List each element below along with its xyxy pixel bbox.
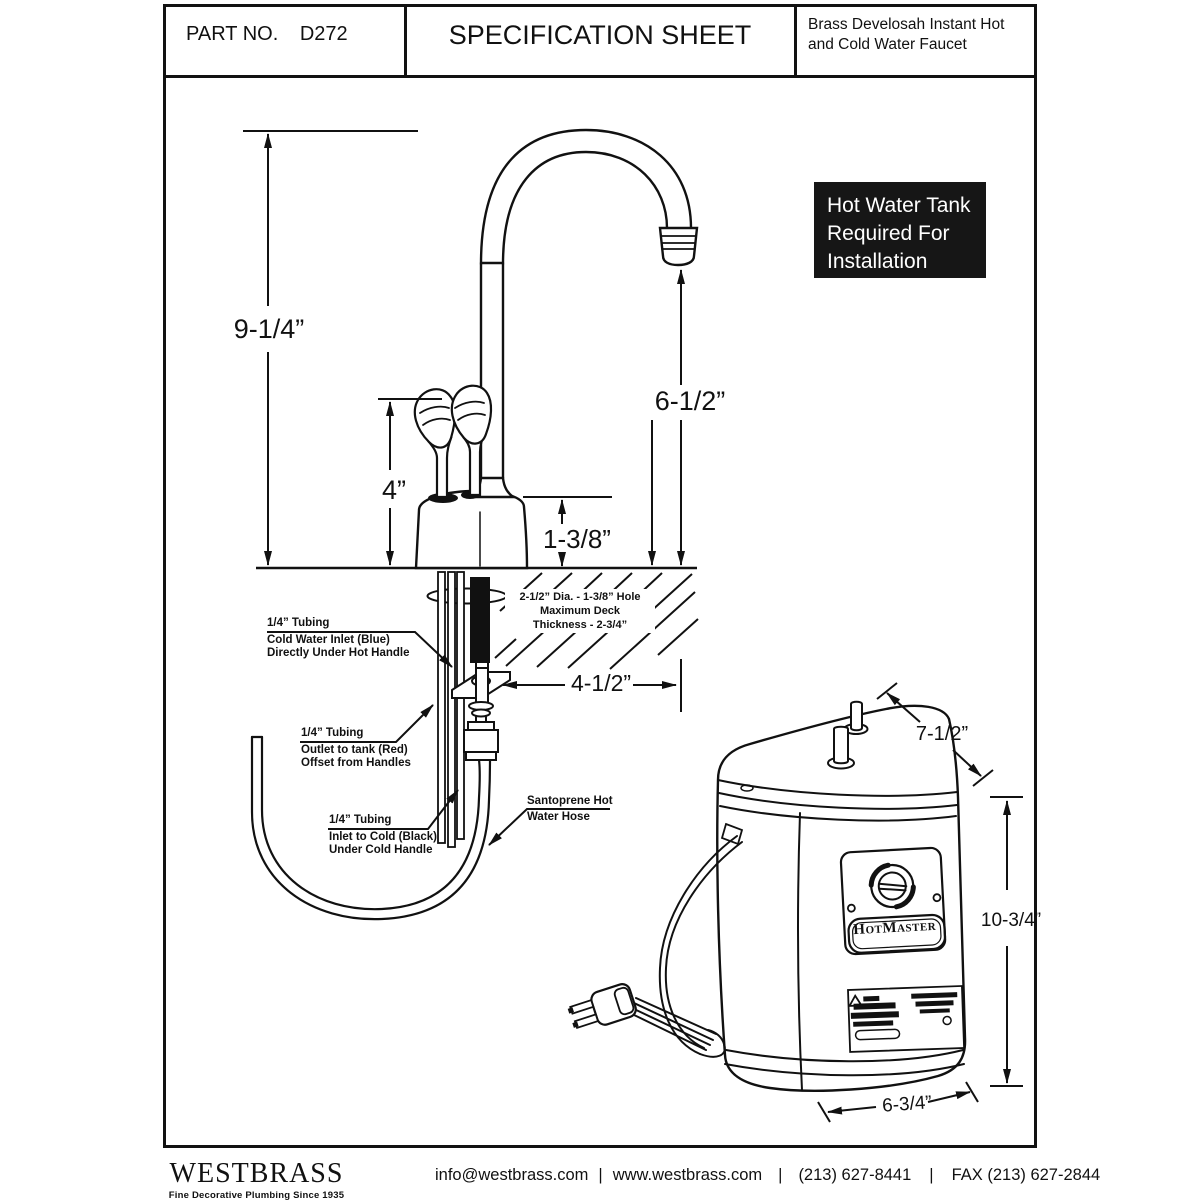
leader-inlet-cold [328, 789, 459, 830]
power-cord [629, 835, 743, 1058]
callout-inlet-cold-line1: 1/4” Tubing [329, 814, 392, 826]
callout-outlet-tank-line3: Offset from Handles [301, 757, 411, 769]
product-description: Brass Develosah Instant Hot and Cold Wat… [808, 15, 1033, 54]
panel-screw-right [932, 893, 942, 903]
footer-separator: | [778, 1166, 783, 1184]
callout-inlet-cold-line3: Under Cold Handle [329, 844, 433, 856]
dim-line-handle-height [378, 398, 442, 566]
power-plug [567, 983, 637, 1030]
part-number-label: PART NO. [186, 23, 279, 45]
under-deck-assembly [250, 571, 511, 921]
tank-dimension-lines [817, 682, 1023, 1123]
callout-leaders [267, 631, 610, 846]
cold-handle [450, 384, 493, 497]
deck-hole-note-line3: Thickness - 2-3/4” [532, 619, 628, 631]
spout-column [479, 261, 505, 480]
callout-cold-inlet: 1/4” Tubing Cold Water Inlet (Blue) Dire… [267, 617, 410, 660]
dim-label-overall-height: 9-1/4” [233, 314, 305, 344]
dim-line-under-deck [502, 659, 682, 712]
brand-badge [847, 913, 947, 954]
deck-hole-note-line1: 2-1/2” Dia. - 1-3/8” Hole [519, 591, 641, 603]
dim-label-tank-depth: 7-1/2” [915, 723, 969, 745]
notice-line1: Hot Water Tank [827, 194, 971, 217]
product-description-line1: Brass Develosah Instant Hot [808, 16, 1005, 33]
hot-water-tank-notice: Hot Water Tank Required For Installation [814, 182, 986, 278]
threaded-shank [470, 577, 490, 663]
footer-website: www.westbrass.com [612, 1166, 763, 1184]
aerator [658, 226, 699, 267]
spout-inner-arc [501, 150, 669, 266]
callout-cold-inlet-line3: Directly Under Hot Handle [267, 647, 410, 659]
page-title: SPECIFICATION SHEET [448, 20, 752, 50]
hose-loop [250, 735, 492, 921]
deck-hole-note-line2: Maximum Deck [539, 605, 621, 617]
dim-line-tank-width [817, 1081, 979, 1123]
brand-wordmark: WESTBRASS [169, 1158, 344, 1189]
faucet-base [414, 489, 529, 570]
hot-handle [413, 388, 457, 499]
tank-info-label [847, 985, 966, 1053]
dim-label-tank-height: 10-3/4” [980, 910, 1042, 931]
notice-line2: Required For [827, 222, 950, 245]
header-divider-2 [794, 4, 797, 78]
supply-tubes [437, 571, 465, 848]
footer-contacts: info@westbrass.com | www.westbrass.com |… [435, 1166, 1100, 1185]
notice-line3: Installation [827, 250, 928, 273]
footer-separator: | [598, 1166, 603, 1184]
dim-label-tank-width: 6-3/4” [881, 1092, 933, 1117]
dim-label-spout-height: 6-1/2” [654, 386, 726, 416]
deck-hole-note: 2-1/2” Dia. - 1-3/8” Hole Maximum Deck T… [505, 589, 655, 633]
part-number-cell: PART NO. D272 [186, 23, 348, 46]
callout-hose-line2: Water Hose [527, 811, 590, 823]
faucet [413, 128, 699, 570]
footer-separator: | [929, 1166, 934, 1184]
callout-outlet-tank-line2: Outlet to tank (Red) [301, 744, 408, 756]
callout-inlet-cold: 1/4” Tubing Inlet to Cold (Black) Under … [329, 814, 437, 857]
footer-logo: WESTBRASS Fine Decorative Plumbing Since… [164, 1158, 349, 1201]
callout-hose: Santoprene Hot Water Hose [527, 795, 613, 824]
dim-line-tank-depth [876, 682, 994, 787]
footer-fax: FAX (213) 627-2844 [951, 1166, 1101, 1184]
dim-line-overall-height [243, 130, 418, 566]
dim-label-base-height: 1-3/8” [543, 524, 611, 554]
callout-inlet-cold-line2: Inlet to Cold (Black) [329, 831, 437, 843]
header-divider-horizontal [163, 75, 1037, 78]
footer-phone: (213) 627-8441 [798, 1166, 912, 1184]
leader-cold-inlet [267, 631, 453, 668]
dim-line-tank-height [990, 796, 1023, 1087]
mounting-plate [451, 667, 511, 705]
footer-email: info@westbrass.com [435, 1166, 589, 1184]
callout-cold-inlet-line1: 1/4” Tubing [267, 617, 330, 629]
dim-line-base-height [523, 496, 612, 567]
dim-label-handle-height: 4” [381, 475, 406, 505]
page-border [163, 4, 1037, 1148]
callout-outlet-tank: 1/4” Tubing Outlet to tank (Red) Offset … [301, 727, 411, 770]
callout-hose-line1: Santoprene Hot [527, 795, 613, 807]
part-number-value: D272 [299, 23, 348, 45]
dim-label-under-deck: 4-1/2” [570, 670, 632, 696]
tank-fittings [827, 700, 869, 770]
brand-tagline: Fine Decorative Plumbing Since 1935 [168, 1190, 345, 1201]
panel-screw-left [846, 903, 856, 913]
callout-cold-inlet-line2: Cold Water Inlet (Blue) [267, 634, 390, 646]
leader-hose [488, 808, 610, 846]
leader-outlet-tank [300, 704, 434, 743]
tank-brand-label: HotMaster [852, 917, 937, 939]
hose-coupling [463, 701, 499, 761]
dim-line-spout-height [648, 269, 685, 566]
spout-outer-arc [479, 128, 693, 266]
callout-outlet-tank-line1: 1/4” Tubing [301, 727, 364, 739]
tank-control-panel [839, 846, 947, 956]
header-divider-1 [404, 4, 407, 78]
hot-water-tank [567, 700, 967, 1092]
faucet-dimension-lines [243, 130, 685, 712]
product-description-line2: and Cold Water Faucet [808, 35, 967, 53]
